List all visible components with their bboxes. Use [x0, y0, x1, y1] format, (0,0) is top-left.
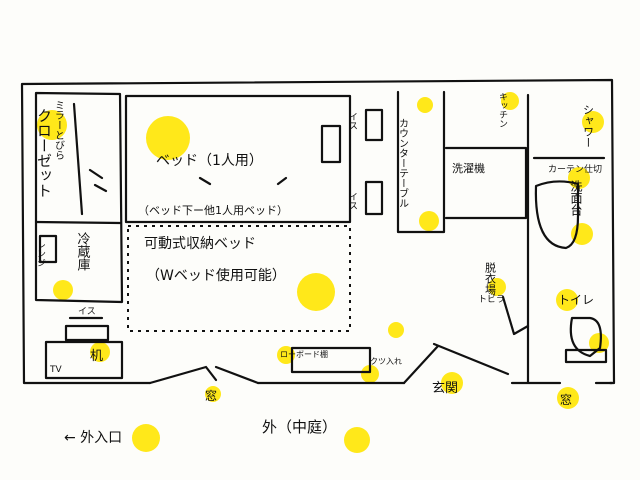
- label-window-right: 窓: [560, 392, 572, 407]
- label-toilet: トイレ: [558, 293, 594, 307]
- label-outside: 外（中庭）: [262, 418, 337, 436]
- highlight-dot: [419, 211, 439, 231]
- label-low-shelf: ローボード棚: [280, 349, 328, 359]
- label-washer: 洗濯機: [452, 161, 485, 175]
- label-closet: クローゼット: [35, 108, 53, 198]
- highlight-dot: [205, 386, 221, 402]
- label-counter: カウンターテーブル: [397, 118, 409, 208]
- highlight-dot: [53, 280, 73, 300]
- bed-pillow: [320, 124, 342, 164]
- washer-box: [444, 146, 528, 220]
- bed-marks: [198, 176, 288, 186]
- highlight-dot: [556, 289, 578, 311]
- microwave-box: [38, 234, 58, 264]
- highlight-dot: [344, 427, 370, 453]
- label-fridge: 冷蔵庫: [75, 232, 91, 271]
- label-desk: 机: [90, 349, 103, 364]
- highlight-dot: [488, 278, 506, 296]
- highlight-dot: [388, 322, 404, 338]
- label-outside-entrance: ← 外入口: [64, 430, 122, 446]
- walls: [20, 78, 616, 385]
- label-bed: ベッド（1人用）: [156, 153, 263, 169]
- label-door: トビラ: [478, 294, 505, 305]
- highlight-dot: [146, 116, 190, 160]
- label-storage-bed-note: （Wベッド使用可能）: [146, 267, 286, 284]
- label-storage-bed: 可動式収納ベッド: [144, 236, 256, 252]
- highlight-dot: [582, 111, 604, 133]
- label-window-left: 窓: [205, 388, 217, 403]
- highlight-dot: [417, 97, 433, 113]
- entrance-door: [402, 342, 510, 385]
- highlight-dot: [441, 372, 463, 394]
- highlight-dot: [277, 346, 295, 364]
- label-curtain: カーテン仕切: [548, 163, 602, 175]
- closet-wall: [34, 91, 124, 304]
- label-chair-top: イス: [347, 112, 358, 130]
- highlight-dot: [297, 273, 335, 311]
- highlight-dot: [90, 342, 110, 362]
- closet-divider: [34, 220, 122, 225]
- highlight-dot: [132, 424, 160, 452]
- desk-shape: [44, 324, 124, 380]
- highlight-dot: [501, 92, 519, 110]
- label-closet-note: ミラーとびら: [53, 100, 65, 160]
- label-kitchen: キッチン: [497, 92, 508, 128]
- bed-frame: [124, 94, 352, 224]
- highlight-dot: [589, 333, 609, 353]
- closet-door-lines: [72, 102, 108, 216]
- label-entrance: 玄関: [432, 381, 458, 396]
- window-left-frame: [148, 365, 260, 385]
- label-chair-mid: イス: [347, 192, 358, 210]
- label-tv: TV: [49, 365, 62, 375]
- storage-bed-outline: [127, 225, 351, 332]
- toilet-tank: [564, 348, 608, 364]
- door-changing-room: [501, 295, 530, 336]
- label-chair-left: イス: [78, 307, 96, 317]
- label-shoe: クツ入れ: [370, 357, 402, 366]
- label-bed-note: （ベッド下ー他1人用ベッド）: [138, 204, 288, 217]
- washbasin: [534, 180, 580, 250]
- low-shelf-box: [290, 346, 372, 374]
- stool: [364, 108, 384, 216]
- outer-wall: [20, 78, 616, 385]
- partition-left: [396, 90, 446, 234]
- label-shower: シャワー: [582, 104, 595, 148]
- highlight-dot: [361, 365, 379, 383]
- highlight-dots: [37, 92, 609, 453]
- label-changing: 脱衣場: [484, 261, 497, 296]
- label-microwave: レンジ: [35, 240, 46, 267]
- toilet-bowl: [569, 316, 602, 358]
- highlight-dot: [37, 110, 67, 140]
- label-washbasin: 洗面台: [569, 180, 583, 216]
- highlight-dot: [557, 387, 579, 409]
